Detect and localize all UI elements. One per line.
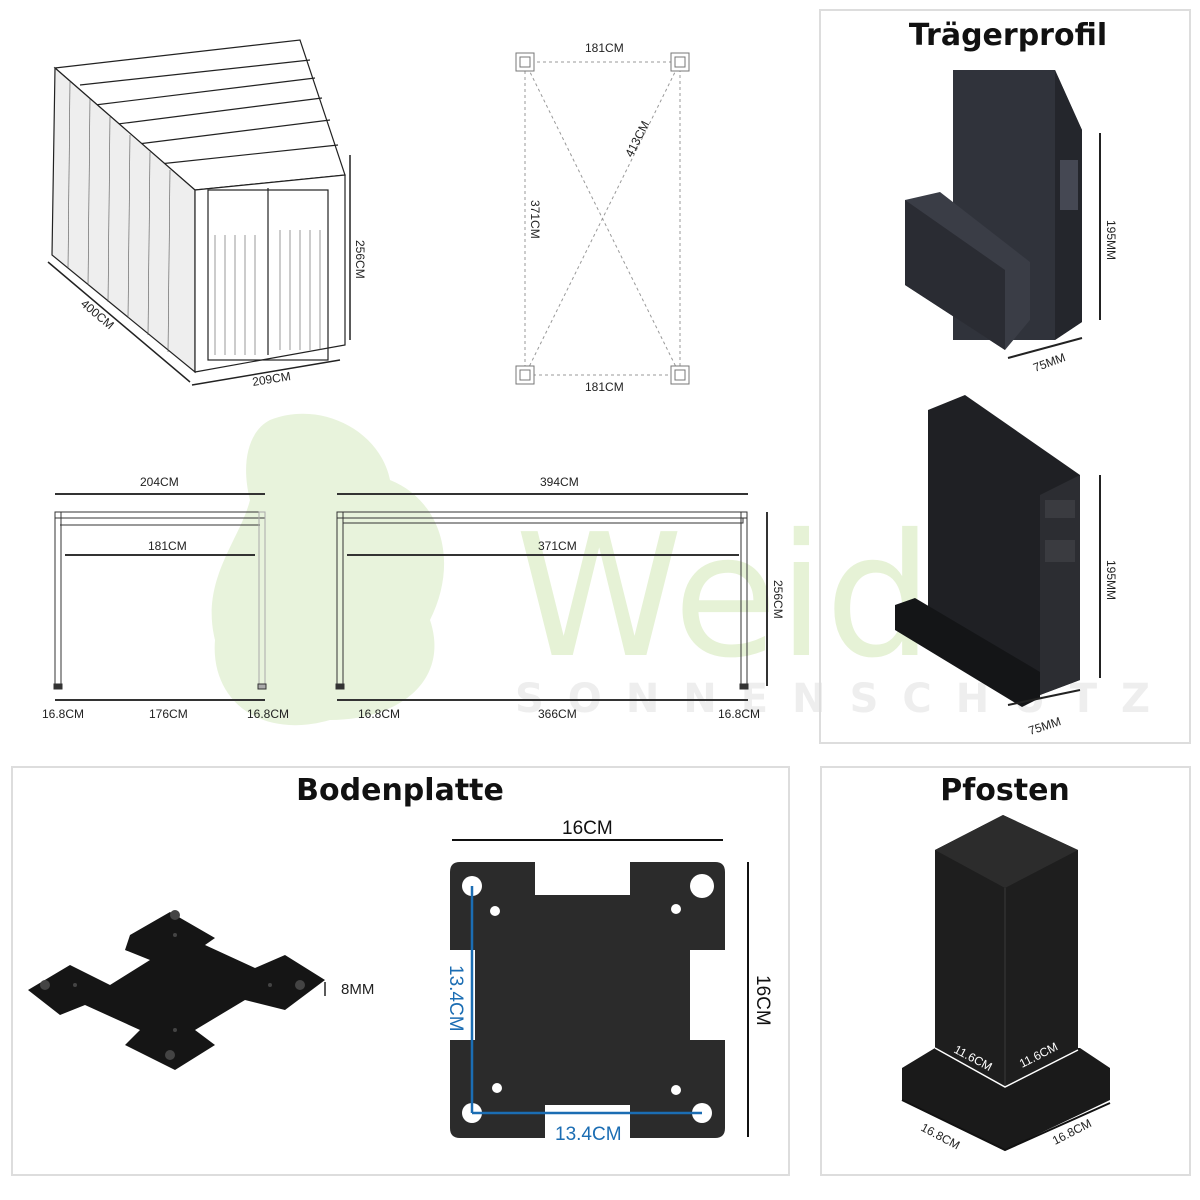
front-inner-label: 181CM bbox=[148, 539, 187, 553]
side-inner-label: 371CM bbox=[538, 539, 577, 553]
plan-diagonal-label: 413CM bbox=[622, 119, 652, 160]
plate-hole-spacing-x-label: 13.4CM bbox=[555, 1124, 622, 1145]
traegerprofil-title: Trägerprofil bbox=[909, 18, 1107, 53]
shed-drawing bbox=[47, 39, 351, 386]
front-span-label: 176CM bbox=[149, 707, 188, 721]
plate-width-label: 16CM bbox=[562, 818, 613, 839]
side-outer-label: 394CM bbox=[540, 475, 579, 489]
front-outer-label: 204CM bbox=[140, 475, 179, 489]
side-view bbox=[335, 493, 768, 701]
tree-logo-icon bbox=[211, 413, 445, 726]
side-left-post-label: 16.8CM bbox=[358, 707, 400, 721]
profile2-height-label: 195MM bbox=[1104, 560, 1118, 600]
plan-view bbox=[515, 52, 690, 385]
front-right-post-label: 16.8CM bbox=[247, 707, 289, 721]
front-left-post-label: 16.8CM bbox=[42, 707, 84, 721]
profile1-width-label: 75MM bbox=[1031, 350, 1067, 375]
profile-2 bbox=[895, 395, 1080, 707]
side-height-label: 256CM bbox=[771, 580, 785, 619]
post-drawing bbox=[902, 815, 1110, 1150]
shed-height-label: 256CM bbox=[353, 240, 367, 279]
plan-bottom-label: 181CM bbox=[585, 380, 624, 394]
pfosten-panel bbox=[820, 766, 1191, 1176]
plan-side-label: 371CM bbox=[528, 200, 542, 239]
plate-height-label: 16CM bbox=[752, 975, 773, 1026]
plate-top-view bbox=[450, 862, 725, 1138]
plate-hole-spacing-y-label: 13.4CM bbox=[445, 965, 466, 1032]
bodenplatte-panel bbox=[11, 766, 790, 1176]
plate-isometric bbox=[28, 910, 325, 1070]
pfosten-title: Pfosten bbox=[940, 773, 1070, 808]
bodenplatte-title: Bodenplatte bbox=[296, 773, 504, 808]
side-span-label: 366CM bbox=[538, 707, 577, 721]
plan-top-label: 181CM bbox=[585, 41, 624, 55]
shed-width-label: 209CM bbox=[251, 369, 291, 389]
plate-thickness-label: 8MM bbox=[341, 981, 374, 998]
front-view bbox=[53, 493, 267, 701]
profile-1 bbox=[905, 70, 1082, 350]
traegerprofil-panel bbox=[819, 9, 1191, 744]
side-right-post-label: 16.8CM bbox=[718, 707, 760, 721]
profile1-height-label: 195MM bbox=[1104, 220, 1118, 260]
